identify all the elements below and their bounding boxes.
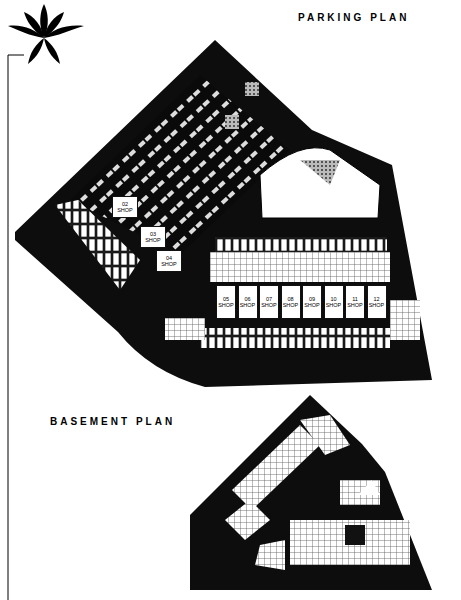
shop-label: 03	[150, 231, 156, 237]
shop-label: 02	[122, 201, 128, 207]
shop-unit: 12SHOP	[367, 285, 387, 319]
shop-label: SHOP	[218, 302, 234, 308]
shop-label: SHOP	[261, 302, 277, 308]
shop-unit: 03SHOP	[140, 226, 166, 248]
shop-label: 11	[352, 296, 358, 302]
shop-label: 09	[309, 296, 315, 302]
shop-unit: 06SHOP	[238, 285, 258, 319]
shop-label: SHOP	[283, 302, 299, 308]
shop-label: SHOP	[240, 302, 256, 308]
shop-label: SHOP	[347, 302, 363, 308]
shop-label: 06	[244, 296, 250, 302]
shop-unit: 07SHOP	[259, 285, 279, 319]
logo	[8, 4, 84, 64]
shop-label: SHOP	[369, 302, 385, 308]
shop-unit: 05SHOP	[216, 285, 236, 319]
shop-label: 04	[166, 255, 172, 261]
shop-label: SHOP	[117, 207, 133, 213]
basement-level	[190, 395, 432, 590]
shop-unit: 10SHOP	[324, 285, 344, 319]
shop-unit: 02SHOP	[112, 196, 138, 218]
shop-unit: 11SHOP	[345, 285, 365, 319]
shop-label: SHOP	[161, 261, 177, 267]
plan-heading: BASEMENT PLAN	[50, 416, 175, 427]
shop-label: SHOP	[304, 302, 320, 308]
shop-unit: 04SHOP	[156, 250, 182, 272]
shop-label: 05	[223, 296, 229, 302]
shop-label: SHOP	[326, 302, 342, 308]
shop-label: 08	[287, 296, 293, 302]
shop-label: 10	[330, 296, 336, 302]
shop-unit: 09SHOP	[302, 285, 322, 319]
shop-label: 07	[266, 296, 272, 302]
shop-label: 12	[373, 296, 379, 302]
plan-title: PARKING PLAN	[298, 12, 409, 23]
shop-unit: 08SHOP	[281, 285, 301, 319]
shop-label: SHOP	[145, 237, 161, 243]
frame-line	[8, 55, 9, 600]
parking-level	[15, 40, 432, 387]
